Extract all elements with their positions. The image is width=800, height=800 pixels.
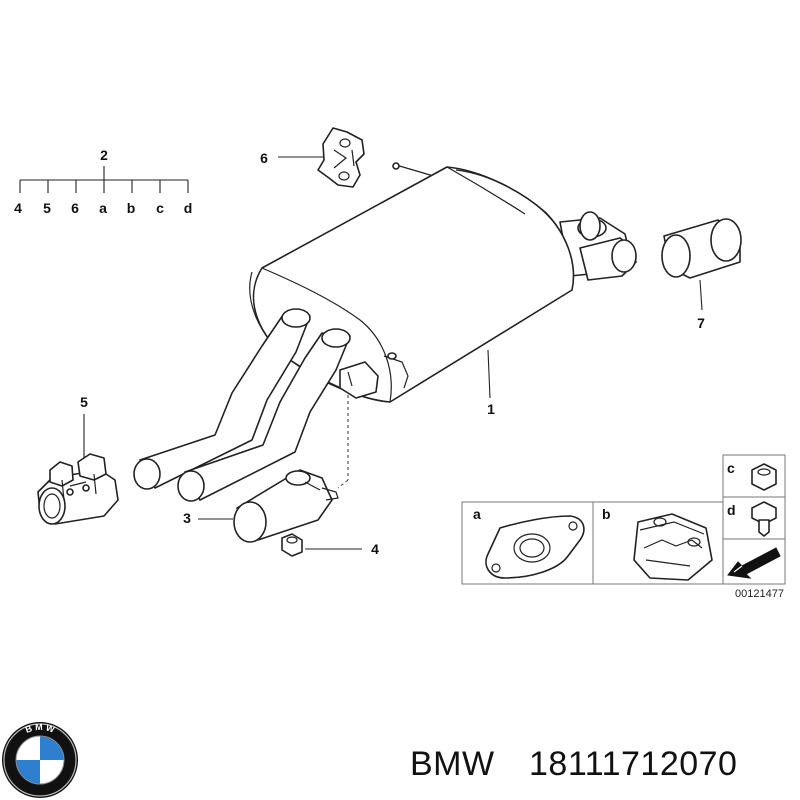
callout-3: 3 [183, 510, 191, 526]
part-5-clamp: 5 [37, 394, 119, 525]
part-6-hanger: 6 [260, 127, 365, 188]
callout-5: 5 [80, 394, 88, 410]
part-3-damper: 3 [183, 469, 339, 543]
kit-item-2: 5 [43, 200, 51, 216]
footer-part-number: 18111712070 [529, 745, 737, 783]
detail-label-c: c [727, 460, 735, 476]
part-4-nut: 4 [281, 533, 379, 557]
callout-2: 2 [100, 147, 108, 163]
sensor-bung [339, 352, 409, 399]
detail-box-b: b [592, 501, 724, 585]
kit-item-5: b [127, 200, 136, 216]
detail-box-a: a [461, 501, 594, 585]
detail-box-arrow [722, 538, 786, 585]
detail-label-b: b [602, 506, 611, 522]
intake-pipes [133, 308, 351, 502]
kit-legend: 2 4 5 6 a b c d [14, 147, 192, 216]
detail-label-d: d [727, 502, 736, 518]
detail-label-a: a [473, 506, 481, 522]
kit-item-7: d [184, 200, 193, 216]
part-7-tip: 7 [661, 218, 742, 331]
detail-box-c: c [722, 454, 786, 498]
kit-item-4: a [99, 200, 107, 216]
arrow-icon [727, 547, 781, 579]
kit-item-6: c [156, 200, 164, 216]
callout-7: 7 [697, 315, 705, 331]
callout-1: 1 [487, 401, 495, 417]
footer-brand: BMW [410, 745, 495, 783]
bmw-logo: B M W [2, 722, 78, 798]
callout-4: 4 [371, 541, 379, 557]
kit-item-3: 6 [71, 200, 79, 216]
callout-6: 6 [260, 150, 268, 166]
kit-item-1: 4 [14, 200, 22, 216]
detail-box-d: d [722, 496, 786, 540]
tailpipes [559, 211, 637, 281]
reference-code: 00121477 [735, 588, 784, 600]
bmw-logo-letters: B M W [24, 722, 56, 735]
part-1-muffler [249, 166, 575, 403]
